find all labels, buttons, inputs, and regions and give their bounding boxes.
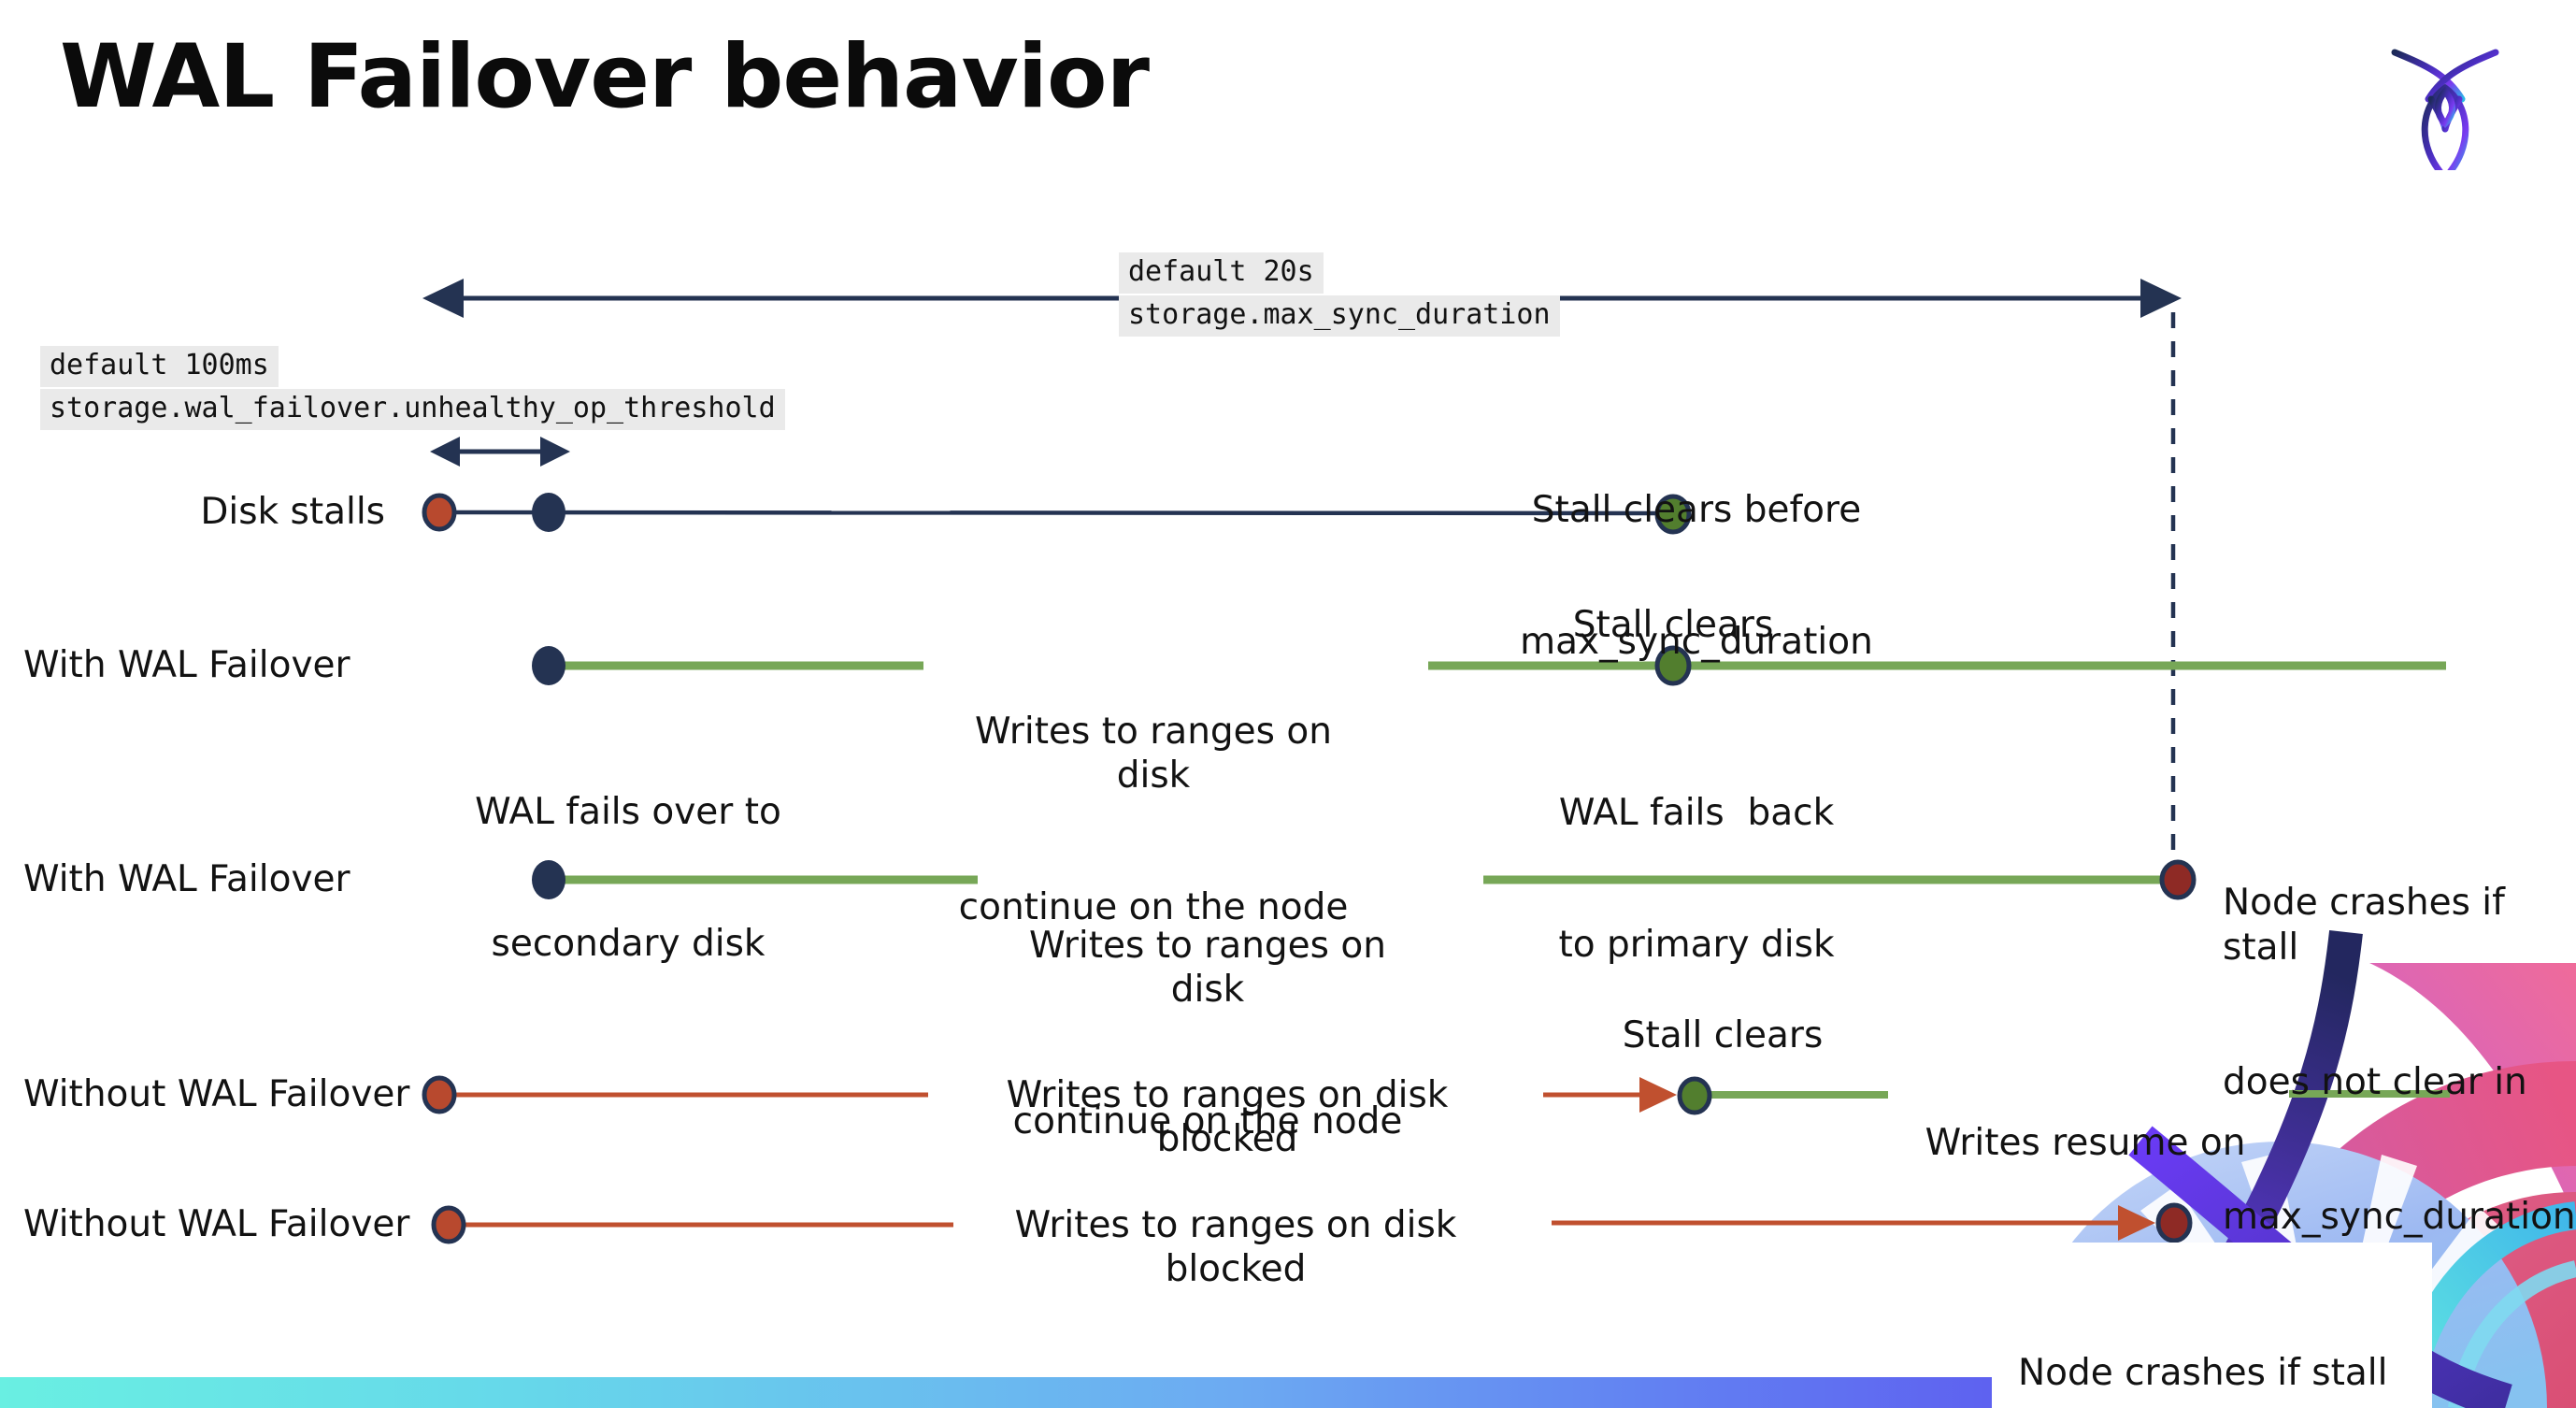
row-label-with-wal-failover-1: With WAL Failover <box>23 644 351 686</box>
unhealthy-op-threshold-arrow <box>430 437 570 467</box>
row-label-without-wal-failover-1: Without WAL Failover <box>23 1073 410 1115</box>
threshold-dot <box>532 493 565 532</box>
stall-start-dot <box>431 1205 466 1244</box>
unhealthy-op-threshold-label: default 100ms storage.wal_failover.unhea… <box>40 346 785 432</box>
stall-clear-dot <box>1677 1076 1712 1115</box>
note-node-crash-2: Node crashes if stall does not clear in … <box>2018 1352 2388 1394</box>
timeline-disk-stalls <box>422 493 1692 535</box>
unhealthy-op-setting-name: storage.wal_failover.unhealthy_op_thresh… <box>40 389 785 430</box>
max-sync-duration-label: default 20s storage.max_sync_duration <box>1119 252 1560 338</box>
note-stall-clears-2: Stall clears <box>1622 1014 1824 1056</box>
page-title: WAL Failover behavior <box>60 26 1150 128</box>
stall-start-dot <box>422 493 457 532</box>
stall-start-dot <box>422 1075 457 1114</box>
crash-note-box: Node crashes if stall does not clear in … <box>1992 1243 2432 1408</box>
note-writes-continue-2: Writes to ranges on disk continue on the… <box>1012 925 1403 1142</box>
row-label-with-wal-failover-2: With WAL Failover <box>23 858 351 900</box>
note-wal-fails-back: WAL fails back to primary disk <box>1558 792 1835 966</box>
note-stall-clears-1: Stall clears <box>1572 604 1774 646</box>
row-label-disk-stalls: Disk stalls <box>200 491 385 533</box>
max-sync-default-value: default 20s <box>1119 252 1324 294</box>
timeline-with-wal-failover-1 <box>532 645 2446 686</box>
note-writes-blocked-2: Writes to ranges on disk blocked <box>1014 1204 1481 1290</box>
note-stall-clears-before: Stall clears before max_sync_duration <box>1520 489 1873 663</box>
decor-pink-blob <box>2369 963 2576 1220</box>
unhealthy-op-default-value: default 100ms <box>40 346 279 387</box>
row-label-without-wal-failover-2: Without WAL Failover <box>23 1203 410 1245</box>
cockroachdb-logo-icon <box>2391 49 2499 170</box>
note-node-crash-1: Node crashes if stall does not clear in … <box>2223 882 2576 1238</box>
failover-dot <box>532 646 565 685</box>
note-wal-fails-over: WAL fails over to secondary disk <box>475 791 781 965</box>
note-writes-blocked-1: Writes to ranges on disk blocked <box>1006 1074 1472 1160</box>
note-writes-continue-1: Writes to ranges on disk continue on the… <box>958 711 1349 928</box>
max-sync-setting-name: storage.max_sync_duration <box>1119 295 1560 337</box>
node-crash-dot <box>2159 859 2197 900</box>
